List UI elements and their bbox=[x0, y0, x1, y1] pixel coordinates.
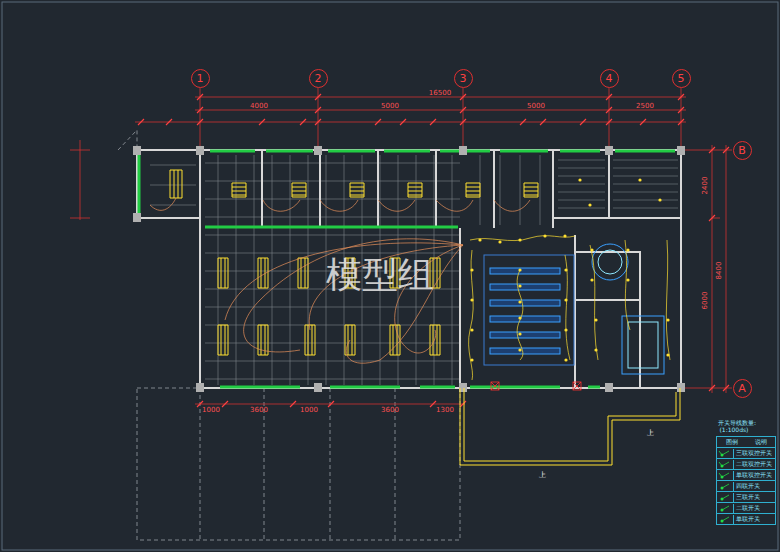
switch-symbol bbox=[717, 504, 734, 513]
axis-number: 1 bbox=[197, 72, 204, 85]
dimension: 1300 bbox=[436, 407, 454, 414]
legend-text: 三联双控开关 bbox=[734, 449, 772, 458]
legend-text: 二联开关 bbox=[734, 504, 760, 513]
axis-number: 4 bbox=[606, 72, 613, 85]
legend-row: 二联开关 bbox=[717, 502, 775, 513]
legend-title: 开关导线数量: bbox=[718, 420, 756, 426]
dimension: 6000 bbox=[702, 291, 709, 309]
legend-header-row: 图例 说明 bbox=[717, 437, 775, 447]
switch-symbol bbox=[717, 460, 734, 469]
dimension: 16500 bbox=[429, 90, 451, 97]
table-header: 说明 bbox=[755, 439, 767, 445]
dimension: 3600 bbox=[381, 407, 399, 414]
legend-text: 三联开关 bbox=[734, 493, 760, 502]
dimension: 2500 bbox=[636, 103, 654, 110]
dimension: 2400 bbox=[702, 176, 709, 194]
table-header: 图例 bbox=[726, 439, 738, 445]
legend-row: 二联双控开关 bbox=[717, 458, 775, 469]
axis-number: B bbox=[738, 144, 746, 157]
dimension: 1000 bbox=[300, 407, 318, 414]
switch-symbol bbox=[717, 449, 734, 458]
legend-table: 图例 说明三联双控开关二联双控开关单联双控开关四联开关三联开关二联开关单联开关 bbox=[716, 436, 776, 525]
dimension: 5000 bbox=[381, 103, 399, 110]
grid-axis-bubble: 3 bbox=[454, 69, 473, 88]
axis-number: 5 bbox=[678, 72, 685, 85]
axis-number: A bbox=[738, 382, 746, 395]
axis-number: 2 bbox=[315, 72, 322, 85]
watermark: 模型组 bbox=[326, 257, 434, 293]
dimension: 8400 bbox=[716, 261, 723, 279]
axis-number: 3 bbox=[460, 72, 467, 85]
stair-note: 上 bbox=[539, 472, 546, 479]
grid-axis-bubble: 1 bbox=[191, 69, 210, 88]
legend-row: 四联开关 bbox=[717, 480, 775, 491]
legend-scale: (1:100ds) bbox=[720, 427, 749, 433]
legend-text: 单联开关 bbox=[734, 515, 760, 524]
grid-axis-bubble: 5 bbox=[672, 69, 691, 88]
legend-row: 单联开关 bbox=[717, 513, 775, 524]
grid-axis-bubble: 4 bbox=[600, 69, 619, 88]
grid-axis-bubble: 2 bbox=[309, 69, 328, 88]
dimension: 3600 bbox=[250, 407, 268, 414]
dimension: 4000 bbox=[250, 103, 268, 110]
legend-row: 单联双控开关 bbox=[717, 469, 775, 480]
legend-row: 三联开关 bbox=[717, 491, 775, 502]
switch-symbol bbox=[717, 482, 734, 491]
legend-text: 二联双控开关 bbox=[734, 460, 772, 469]
legend-text: 四联开关 bbox=[734, 482, 760, 491]
switch-symbol bbox=[717, 471, 734, 480]
stair-note: 上 bbox=[647, 430, 654, 437]
legend-row: 三联双控开关 bbox=[717, 447, 775, 458]
switch-symbol bbox=[717, 515, 734, 524]
switch-symbol bbox=[717, 493, 734, 502]
dimension: 5000 bbox=[527, 103, 545, 110]
legend-text: 单联双控开关 bbox=[734, 471, 772, 480]
dimension: 1000 bbox=[202, 407, 220, 414]
grid-axis-bubble: A bbox=[733, 379, 752, 398]
grid-axis-bubble: B bbox=[733, 141, 752, 160]
